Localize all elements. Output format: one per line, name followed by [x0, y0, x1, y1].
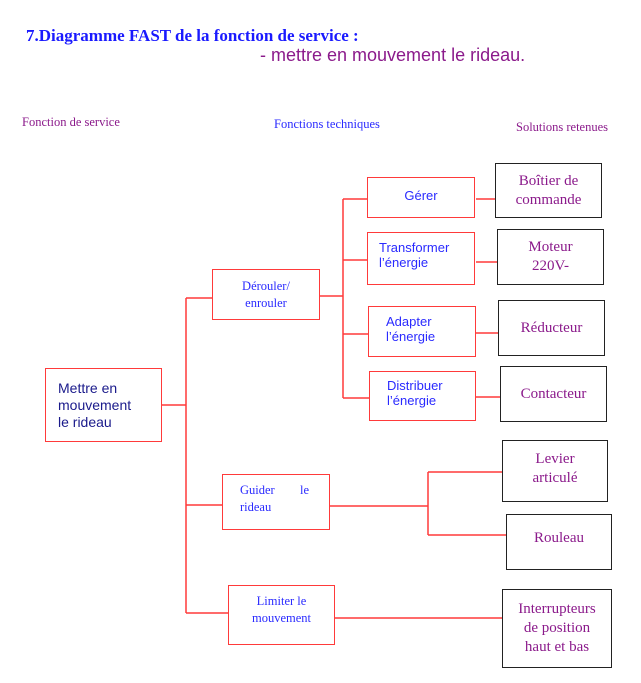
solution-line: Boîtier de: [518, 172, 579, 189]
connector-guider: [330, 471, 506, 536]
solution-line: commande: [515, 191, 582, 208]
solution-line: Moteur: [528, 239, 573, 255]
service-line: le rideau: [58, 413, 112, 430]
function-line: Limiter le: [256, 594, 307, 608]
service-line: mouvement: [58, 396, 132, 413]
function-word: le: [299, 483, 309, 497]
service-line: Mettre en: [58, 379, 118, 396]
solution-line: Interrupteurs: [518, 601, 596, 617]
solution-line: articulé: [532, 470, 578, 486]
solution-levier: Levier articulé: [502, 440, 608, 502]
connector-derouler: [320, 198, 369, 399]
function-line: Gérer: [404, 188, 438, 203]
function-line: l’énergie: [379, 254, 429, 270]
solution-rouleau: Rouleau: [506, 514, 612, 570]
connector-main: [162, 297, 228, 614]
function-line: Dérouler/: [242, 278, 290, 293]
solution-line: Contacteur: [520, 385, 587, 402]
solution-line: haut et bas: [524, 639, 590, 655]
connector-solutions: [476, 198, 500, 398]
function-line: mouvement: [251, 611, 311, 625]
solution-line: Rouleau: [534, 529, 584, 546]
solution-reducteur: Réducteur: [498, 300, 605, 356]
diagram-title: 7.Diagramme FAST de la fonction de servi…: [26, 26, 359, 45]
function-line: l’énergie: [386, 328, 436, 344]
solution-line: Réducteur: [520, 319, 583, 336]
function-line: enrouler: [245, 295, 287, 310]
function-guider: Guider le rideau: [222, 474, 330, 530]
column-header-technical: Fonctions techniques: [274, 117, 380, 131]
function-gerer: Gérer: [367, 177, 475, 218]
function-derouler: Dérouler/enrouler: [212, 269, 320, 320]
solution-moteur: Moteur 220V-: [497, 229, 604, 285]
function-word: Guider: [240, 483, 275, 497]
function-line: Adapter: [386, 313, 432, 329]
solution-line: 220V-: [532, 258, 569, 274]
column-header-service: Fonction de service: [22, 115, 120, 129]
column-header-solutions: Solutions retenues: [516, 120, 609, 134]
function-line: rideau: [240, 500, 272, 514]
solution-contacteur: Contacteur: [500, 366, 607, 422]
solution-boitier: Boîtier de commande: [495, 163, 602, 218]
function-line: Distribuer: [387, 378, 443, 393]
solution-line: de position: [523, 620, 591, 636]
solution-interrupteurs: Interrupteurs de position haut et bas: [502, 589, 612, 668]
function-line: Transformer: [379, 239, 450, 255]
function-line: l’énergie: [387, 393, 437, 408]
solution-line: Levier: [535, 451, 575, 467]
function-limiter: Limiter le mouvement: [228, 585, 335, 645]
diagram-subtitle: - mettre en mouvement le rideau.: [260, 45, 526, 65]
